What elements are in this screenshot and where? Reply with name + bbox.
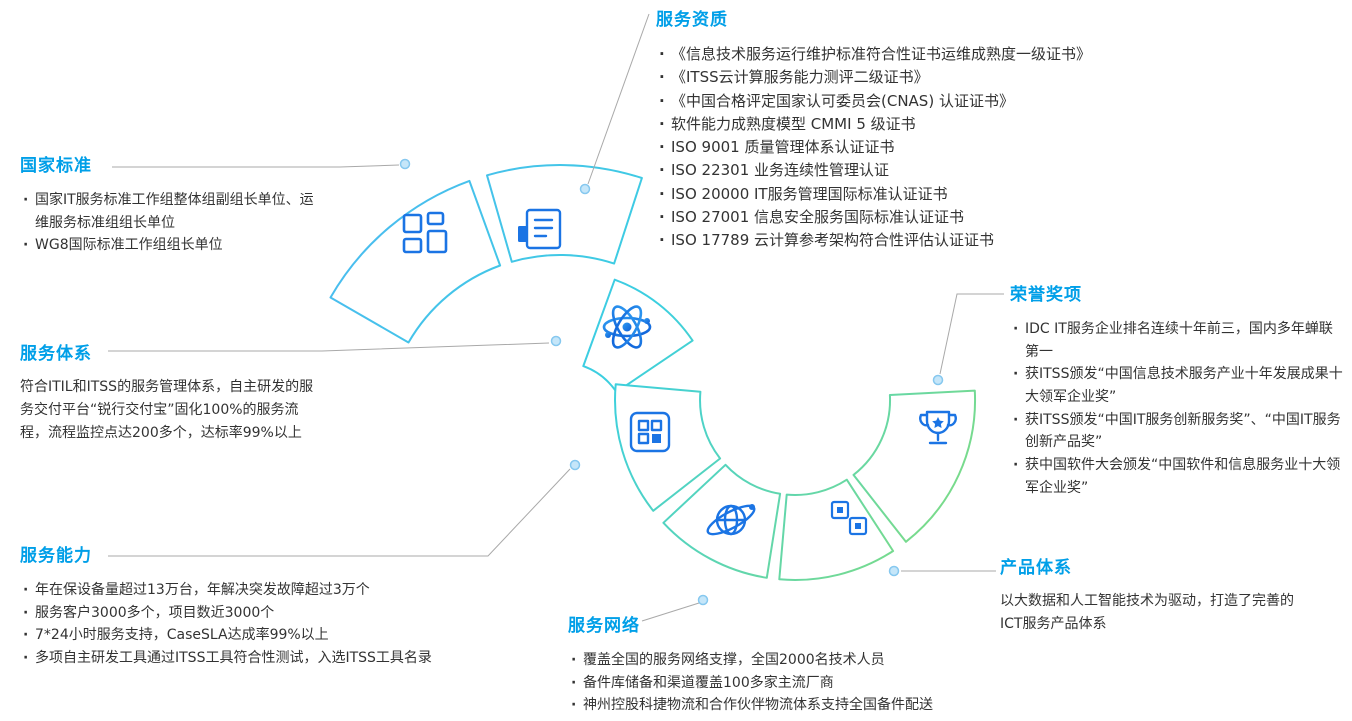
list-item: ISO 20000 IT服务管理国际标准认证证书 xyxy=(656,183,1216,207)
section-service-system: 服务体系 符合ITIL和ITSS的服务管理体系，自主研发的服务交付平台“锐行交付… xyxy=(20,339,325,445)
list-item: 软件能力成熟度模型 CMMI 5 级证书 xyxy=(656,113,1216,137)
globe-icon xyxy=(706,504,756,536)
section-title-service-capability: 服务能力 xyxy=(20,546,92,566)
connector-service-capability xyxy=(108,468,571,557)
section-service-qualifications: 服务资质 《信息技术服务运行维护标准符合性证书运维成熟度一级证书》《ITSS云计… xyxy=(656,5,1216,253)
list-item: ISO 27001 信息安全服务国际标准认证证书 xyxy=(656,206,1216,230)
list-item: 备件库储备和渠道覆盖100多家主流厂商 xyxy=(568,672,1088,695)
list-item: 覆盖全国的服务网络支撑，全国2000名技术人员 xyxy=(568,649,1088,672)
trophy-icon xyxy=(919,410,957,445)
service-capability-list: 年在保设备量超过13万台，年解决突发故障超过3万个服务客户3000多个，项目数近… xyxy=(20,579,510,670)
segment-bottom-left xyxy=(662,463,782,579)
list-item: WG8国际标准工作组组长单位 xyxy=(20,234,325,257)
section-title-honors: 荣誉奖项 xyxy=(1010,285,1082,305)
connector-dots xyxy=(399,158,944,606)
connector-service-system xyxy=(108,342,550,352)
list-item: 多项自主研发工具通过ITSS工具符合性测试，入选ITSS工具名录 xyxy=(20,647,510,670)
connector-dot xyxy=(579,183,591,195)
list-item: 神州控股科捷物流和合作伙伴物流体系支持全国备件配送 xyxy=(568,694,1088,717)
list-item: ISO 22301 业务连续性管理认证 xyxy=(656,159,1216,183)
list-item: 年在保设备量超过13万台，年解决突发故障超过3万个 xyxy=(20,579,510,602)
connector-national-standards xyxy=(112,164,400,168)
national-standards-list: 国家IT服务标准工作组整体组副组长单位、运维服务标准组组长单位WG8国际标准工作… xyxy=(20,189,325,257)
section-service-network: 服务网络 覆盖全国的服务网络支撑，全国2000名技术人员备件库储备和渠道覆盖10… xyxy=(568,611,1088,717)
star-glyph xyxy=(932,417,944,428)
connector-lines xyxy=(108,13,1004,622)
list-item: 获ITSS颁发“中国IT服务创新服务奖”、“中国IT服务创新产品奖” xyxy=(1010,409,1345,454)
section-product-system: 产品体系 以大数据和人工智能技术为驱动，打造了完善的ICT服务产品体系 xyxy=(1000,553,1300,636)
connector-honors xyxy=(939,293,1004,375)
segment-top-left xyxy=(329,179,502,344)
connector-dot xyxy=(550,335,562,347)
list-item: 服务客户3000多个，项目数近3000个 xyxy=(20,602,510,625)
grid-icon xyxy=(402,211,448,254)
segment-right xyxy=(852,389,977,543)
list-item: 国家IT服务标准工作组整体组副组长单位、运维服务标准组组长单位 xyxy=(20,189,325,234)
document-icon xyxy=(518,208,562,250)
segment-top xyxy=(486,164,643,265)
segment-bottom-right xyxy=(778,478,895,581)
section-national-standards: 国家标准 国家IT服务标准工作组整体组副组长单位、运维服务标准组组长单位WG8国… xyxy=(20,151,325,257)
ring-segments xyxy=(329,164,977,581)
honors-list: IDC IT服务企业排名连续十年前三，国内多年蝉联第一获ITSS颁发“中国信息技… xyxy=(1010,318,1345,499)
section-title-service-network: 服务网络 xyxy=(568,616,640,636)
connector-service-network xyxy=(641,602,700,622)
atom-icon xyxy=(602,305,652,349)
list-item: ISO 17789 云计算参考架构符合性评估认证证书 xyxy=(656,229,1216,253)
list-item: ISO 9001 质量管理体系认证证书 xyxy=(656,136,1216,160)
connector-dot xyxy=(888,565,900,577)
section-title-national-standards: 国家标准 xyxy=(20,156,92,176)
list-item: 7*24小时服务支持，CaseSLA达成率99%以上 xyxy=(20,624,510,647)
product-system-body: 以大数据和人工智能技术为驱动，打造了完善的ICT服务产品体系 xyxy=(1000,593,1294,632)
section-service-capability: 服务能力 年在保设备量超过13万台，年解决突发故障超过3万个服务客户3000多个… xyxy=(20,541,510,670)
section-honors: 荣誉奖项 IDC IT服务企业排名连续十年前三，国内多年蝉联第一获ITSS颁发“… xyxy=(1010,280,1345,499)
connector-dot xyxy=(932,374,944,386)
apps-icon xyxy=(629,411,671,453)
service-qualifications-list: 《信息技术服务运行维护标准符合性证书运维成熟度一级证书》《ITSS云计算服务能力… xyxy=(656,43,1216,253)
list-item: 获ITSS颁发“中国信息技术服务产业十年发展成果十大领军企业奖” xyxy=(1010,363,1345,408)
service-system-body: 符合ITIL和ITSS的服务管理体系，自主研发的服务交付平台“锐行交付宝”固化1… xyxy=(20,379,314,441)
segment-icons xyxy=(402,208,957,536)
list-item: IDC IT服务企业排名连续十年前三，国内多年蝉联第一 xyxy=(1010,318,1345,363)
connector-dot xyxy=(697,594,709,606)
cubes-icon xyxy=(830,500,868,536)
connector-dot xyxy=(399,158,411,170)
list-item: 《信息技术服务运行维护标准符合性证书运维成熟度一级证书》 xyxy=(656,43,1216,67)
connector-service-qualifications xyxy=(587,13,650,185)
list-item: 获中国软件大会颁发“中国软件和信息服务业十大领军企业奖” xyxy=(1010,454,1345,499)
section-title-service-system: 服务体系 xyxy=(20,344,92,364)
section-title-product-system: 产品体系 xyxy=(1000,558,1072,578)
connector-dot xyxy=(569,459,581,471)
section-title-service-qualifications: 服务资质 xyxy=(656,10,728,30)
service-network-list: 覆盖全国的服务网络支撑，全国2000名技术人员备件库储备和渠道覆盖100多家主流… xyxy=(568,649,1088,717)
list-item: 《中国合格评定国家认可委员会(CNAS) 认证证书》 xyxy=(656,90,1216,114)
list-item: 《ITSS云计算服务能力测评二级证书》 xyxy=(656,66,1216,90)
